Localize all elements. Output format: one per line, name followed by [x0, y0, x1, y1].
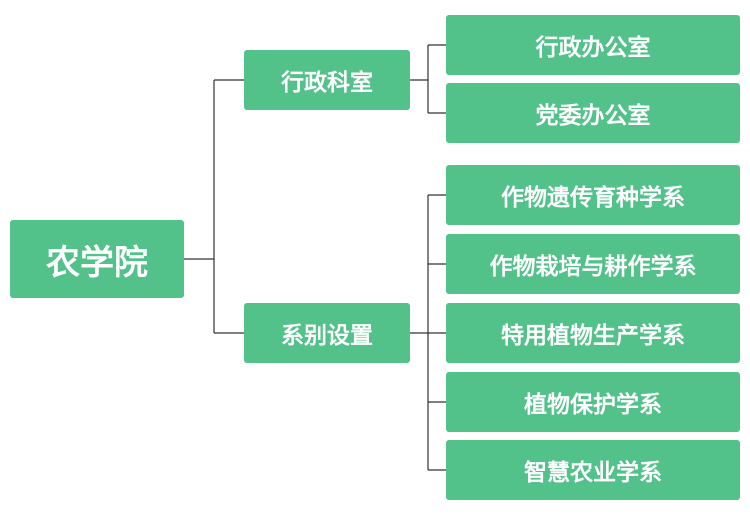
leaf-node-special-plants: 特用植物生产学系 [446, 303, 740, 363]
branch-node-departments: 系别设置 [244, 303, 410, 363]
root-node: 农学院 [10, 220, 184, 298]
leaf-node-crop-cultivation: 作物栽培与耕作学系 [446, 234, 740, 294]
leaf-node-party-office: 党委办公室 [446, 83, 740, 143]
leaf-node-smart-agriculture: 智慧农业学系 [446, 440, 740, 500]
leaf-node-admin-office: 行政办公室 [446, 15, 740, 75]
branch-node-admin: 行政科室 [244, 50, 410, 110]
leaf-node-plant-protection: 植物保护学系 [446, 372, 740, 432]
leaf-node-crop-genetics: 作物遗传育种学系 [446, 165, 740, 225]
